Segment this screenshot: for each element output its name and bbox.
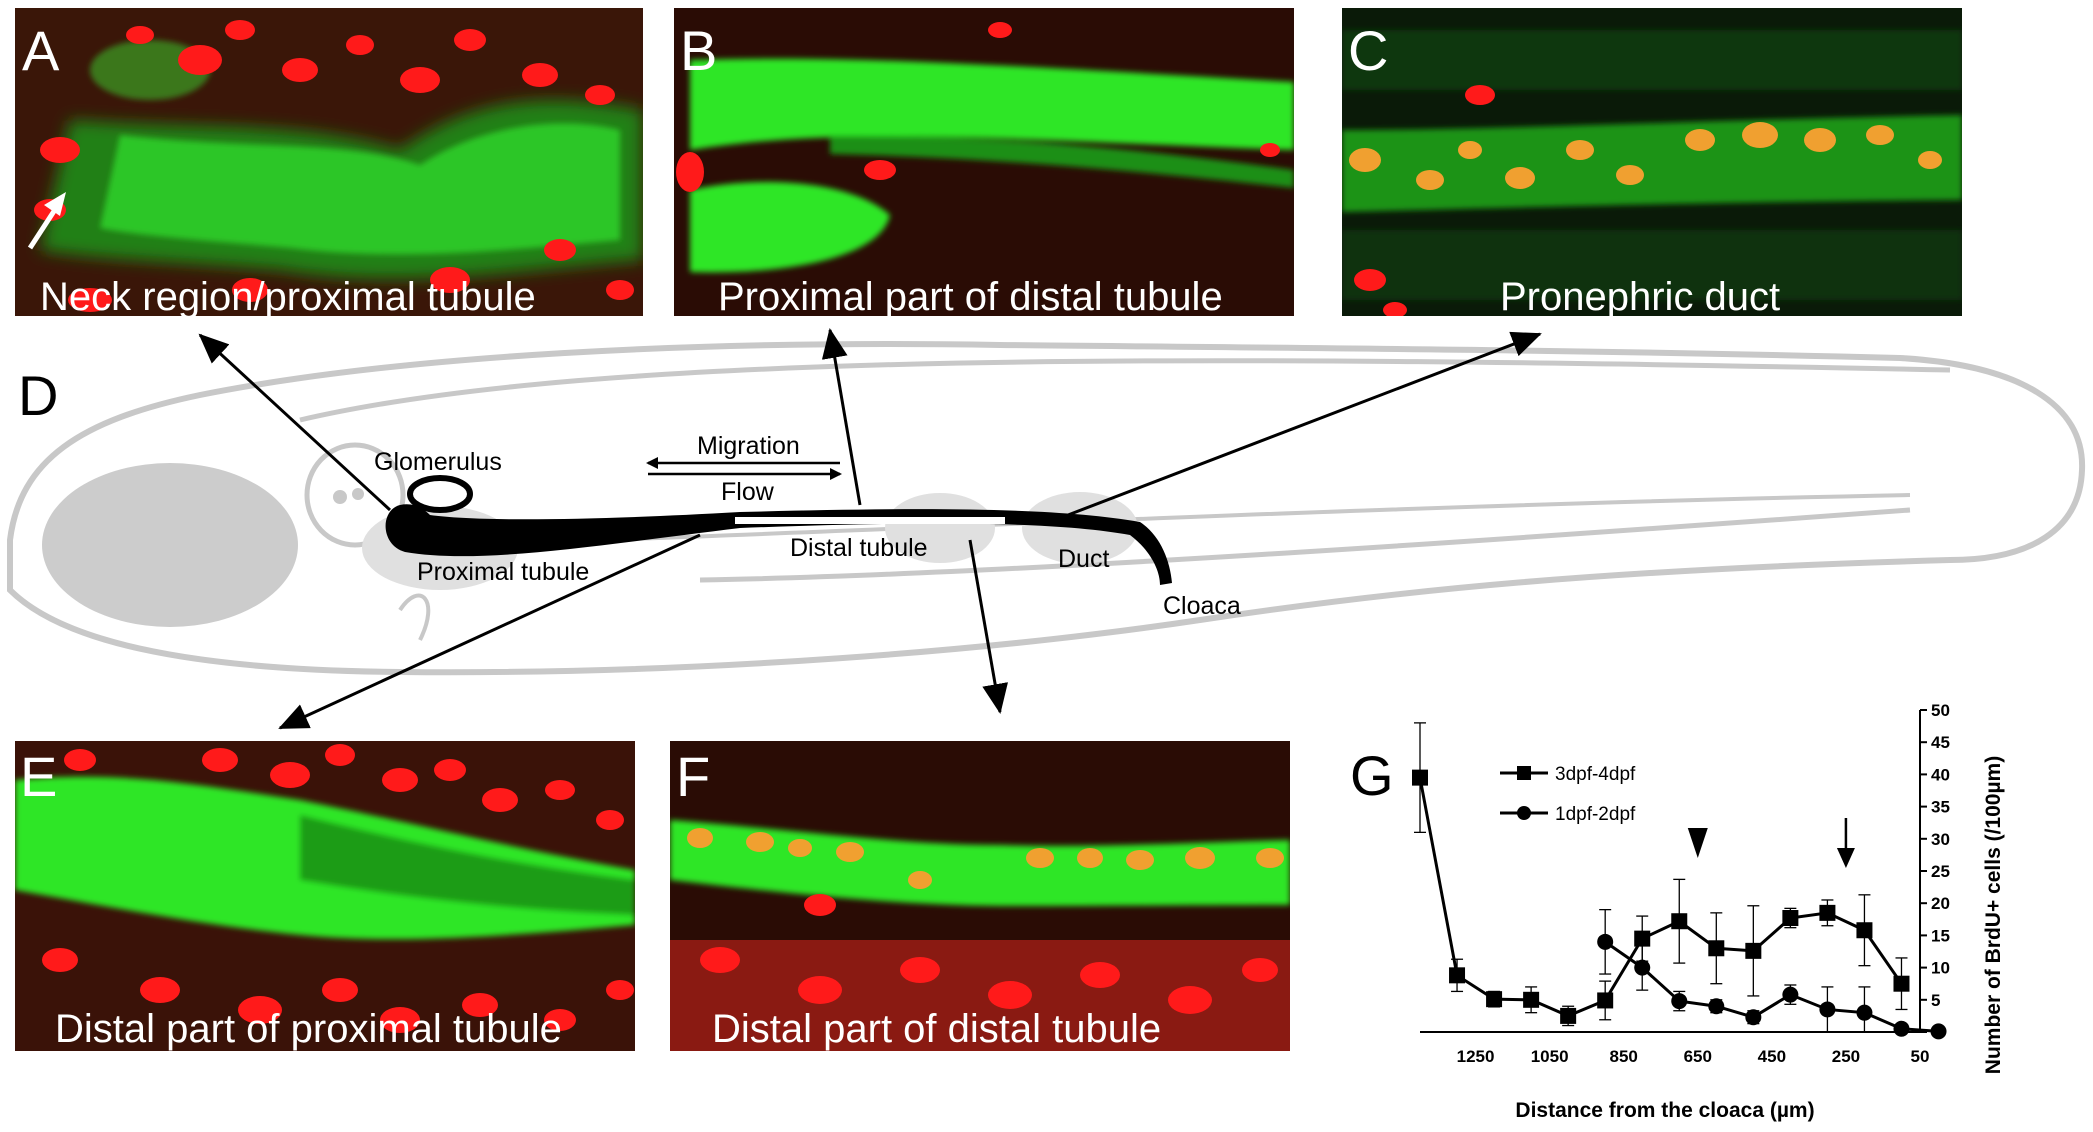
data-point-square [1560,1007,1577,1024]
arrow-to-a [198,333,392,512]
x-tick-label: 450 [1758,1047,1786,1066]
y-tick-label: 30 [1931,830,1950,849]
x-tick-label: 50 [1911,1047,1930,1066]
y-tick-label: 45 [1931,733,1950,752]
series-line-1dpf-2dpf [1604,940,1939,1033]
data-point-square [1745,942,1762,959]
a-nuclei [34,20,634,312]
panel-f: F Distal part of distal tubule [670,741,1290,1051]
data-point-circle [1745,1009,1762,1026]
data-point-square [1449,967,1466,984]
caption-a: Neck region/proximal tubule [40,275,536,319]
panel-letter-b: B [680,19,717,82]
data-point-circle [1634,959,1651,976]
panel-d: D Glomerulus Proximal tubule Distal tubu… [7,328,2086,730]
data-point-square [1819,904,1836,921]
panel-c: C Pronephric duct [1342,8,1962,319]
a-white-arrow [27,203,61,250]
y-tick-label: 50 [1931,701,1950,720]
embryo-outline [7,341,2086,676]
e-nuclei [42,744,634,1033]
data-point-square [1856,922,1873,939]
x-tick-label: 850 [1610,1047,1638,1066]
label-cloaca: Cloaca [1163,592,1241,620]
caption-b: Proximal part of distal tubule [718,275,1223,319]
data-point-square [1486,991,1503,1008]
x-axis-title: Distance from the cloaca (µm) [1515,1099,1814,1122]
caption-f: Distal part of distal tubule [712,1007,1161,1051]
data-point-square [1634,930,1651,947]
arrow-to-f [968,539,1008,714]
y-axis-title: Number of BrdU+ cells (/100µm) [1982,756,2005,1074]
data-point-circle [1597,933,1614,950]
glomerulus-shape [407,475,473,513]
y-tick-label: 20 [1931,894,1950,913]
y-tick-label: 5 [1931,991,1940,1010]
distal-tubule-segment [735,517,1005,524]
legend-label: 3dpf-4dpf [1555,764,1636,785]
panel-b: B Proximal part of distal tubule [674,8,1294,319]
label-proximal-tubule: Proximal tubule [417,558,589,586]
panel-letter-e: E [20,745,57,808]
x-tick-label: 1050 [1531,1047,1569,1066]
x-tick-label: 250 [1832,1047,1860,1066]
data-point-circle [1819,1001,1836,1018]
y-tick-label: 35 [1931,798,1950,817]
arrow-to-c [1067,331,1542,517]
c-nuclei [1349,122,1942,190]
panel-letter-f: F [676,745,710,808]
arrow-annotation-head [1836,848,1855,868]
data-point-square [1708,940,1725,957]
caption-c: Pronephric duct [1500,275,1780,319]
x-tick-label: 650 [1684,1047,1712,1066]
panel-e: E Distal part of proximal tubule [15,741,635,1051]
panel-a: A Neck region/proximal tubule [15,8,643,319]
data-point-square [1597,992,1614,1009]
data-point-circle [1708,998,1725,1015]
f-nuclei [687,828,1284,889]
data-point-square [1893,975,1910,992]
panel-letter-c: C [1348,19,1388,82]
data-point-square [1782,910,1799,927]
panel-letter-g: G [1350,744,1394,807]
legend-label: 1dpf-2dpf [1555,804,1636,825]
y-tick-label: 10 [1931,959,1950,978]
y-tick-label: 40 [1931,765,1950,784]
data-point-square [1523,991,1540,1008]
b-nuclei [676,22,1280,192]
legend-marker-square [1517,766,1531,780]
brdu-chart: 0510152025303540455012501050850650450250… [1412,701,1950,1066]
label-glomerulus: Glomerulus [374,448,502,476]
arrow-to-e [278,533,701,730]
data-point-square [1412,769,1428,786]
y-tick-label: 15 [1931,926,1950,945]
panel-letter-d: D [18,364,58,427]
x-tick-label: 1250 [1457,1047,1495,1066]
y-tick-label: 25 [1931,862,1950,881]
series-line-3dpf-4dpf [1418,777,1903,1018]
panel-letter-a: A [22,19,60,82]
label-duct: Duct [1058,545,1109,573]
label-migration: Migration [697,432,800,460]
label-distal-tubule: Distal tubule [790,534,928,562]
pronephros [385,504,1172,585]
arrow-to-b [821,328,862,506]
panel-g: G 05101520253035404550125010508506504502… [1350,701,2005,1122]
caption-e: Distal part of proximal tubule [55,1007,562,1051]
data-point-square [1671,913,1688,930]
eye [42,463,298,627]
data-point-circle [1782,986,1799,1003]
data-point-circle [1671,993,1688,1010]
arrowhead-annotation [1687,828,1708,858]
data-point-circle [1930,1023,1947,1040]
data-point-circle [1856,1004,1873,1021]
label-flow: Flow [721,478,775,506]
legend-marker-circle [1517,806,1531,820]
data-point-circle [1893,1020,1910,1037]
